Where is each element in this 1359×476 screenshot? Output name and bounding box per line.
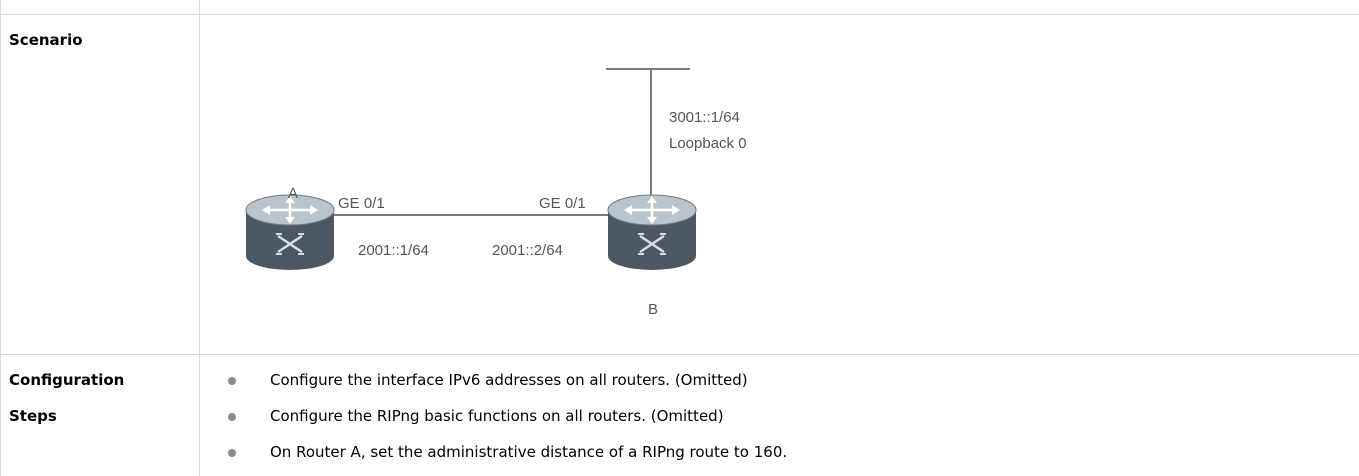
step-text: On Router A, set the administrative dist…	[270, 443, 788, 461]
configuration-label: Configuration	[9, 371, 125, 389]
loopback-address-label: 3001::1/64	[669, 109, 740, 126]
b-address-label: 2001::2/64	[492, 242, 563, 259]
table-border-left	[0, 0, 1, 476]
step-text: Configure the RIPng basic functions on a…	[270, 407, 724, 425]
bullet-icon	[228, 449, 236, 457]
bullet-icon	[228, 377, 236, 385]
router-b-icon	[607, 194, 697, 270]
router-a-icon	[245, 194, 335, 270]
scenario-label: Scenario	[9, 31, 83, 49]
bullet-icon	[228, 413, 236, 421]
router-b-label: B	[648, 301, 658, 318]
router-a-label: A	[288, 185, 298, 202]
row-divider	[0, 354, 1359, 355]
b-interface-label: GE 0/1	[539, 195, 586, 212]
column-divider	[199, 0, 200, 476]
loopback-name-label: Loopback 0	[669, 135, 747, 152]
steps-label: Steps	[9, 407, 57, 425]
table-border-top	[0, 14, 1359, 15]
a-address-label: 2001::1/64	[358, 242, 429, 259]
a-interface-label: GE 0/1	[338, 195, 385, 212]
step-text: Configure the interface IPv6 addresses o…	[270, 371, 748, 389]
network-topology-diagram: A B GE 0/1 2001::1/64 GE 0/1 2001::2/64 …	[245, 68, 747, 318]
